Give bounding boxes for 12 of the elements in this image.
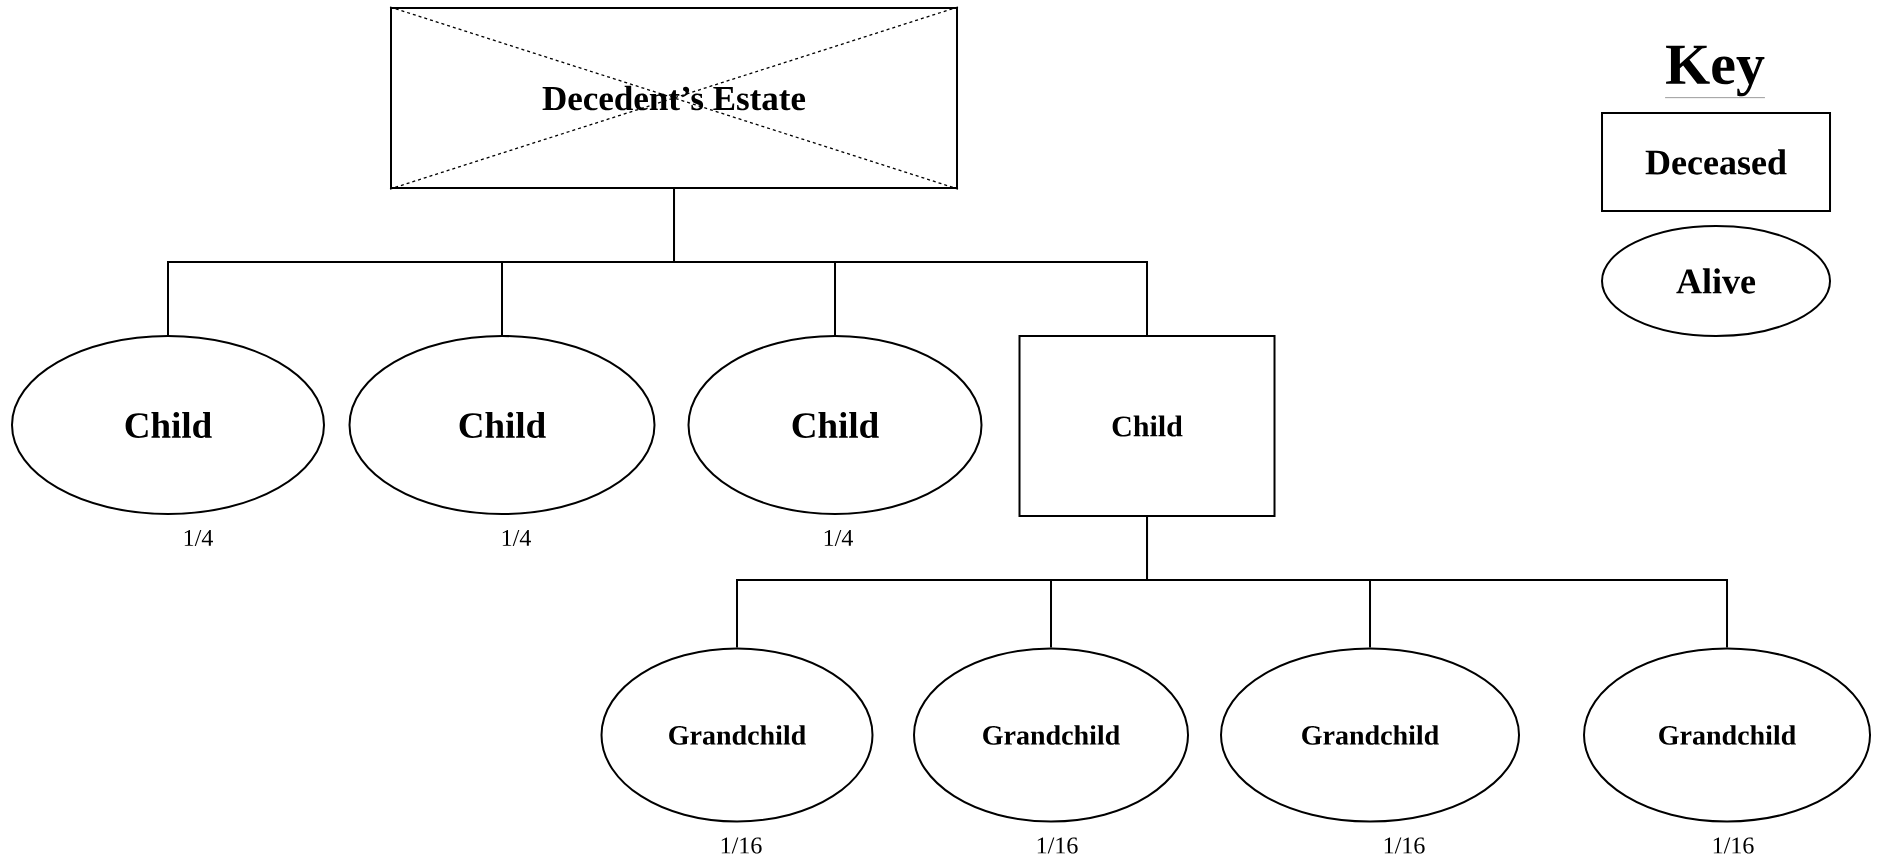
deceased-box: Child	[1018, 335, 1276, 517]
deceased-box: Deceased	[1601, 112, 1831, 212]
share-label: 1/16	[1713, 837, 1754, 854]
connector-line	[1146, 516, 1728, 649]
key-heading: Key	[1664, 45, 1766, 98]
share-label: 1/4	[184, 529, 213, 547]
share-label: 1/4	[824, 529, 853, 547]
connector-line	[673, 188, 1148, 336]
share-label: 1/16	[1384, 837, 1425, 854]
share-label: 1/16	[1037, 837, 1078, 854]
share-label: 1/16	[721, 837, 762, 854]
share-label: 1/4	[502, 529, 531, 547]
